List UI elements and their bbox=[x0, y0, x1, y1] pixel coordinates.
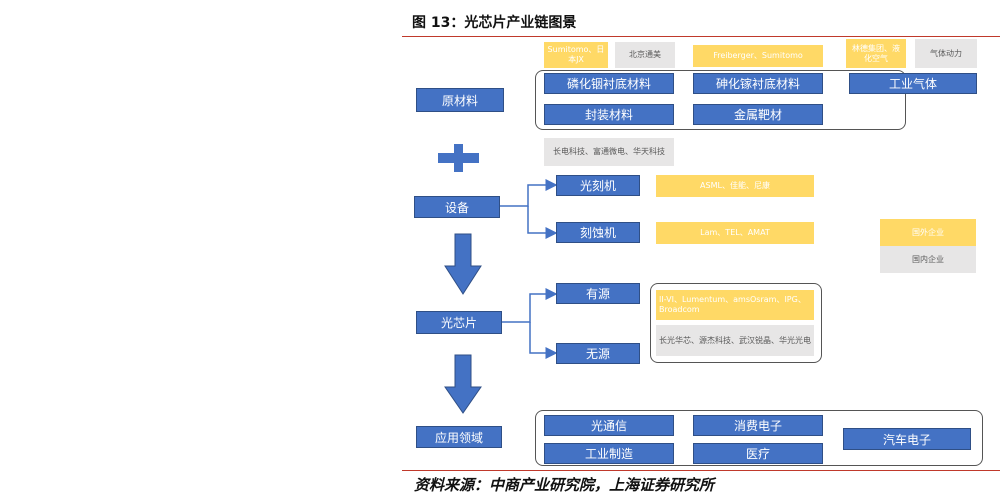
title-divider bbox=[402, 36, 1000, 37]
company-domestic: 气体动力 bbox=[915, 39, 977, 68]
equipment-item: 刻蚀机 bbox=[556, 222, 640, 243]
application-item: 光通信 bbox=[544, 415, 674, 436]
plus-icon bbox=[438, 144, 479, 172]
application-item: 汽车电子 bbox=[843, 428, 971, 450]
company-domestic: 长电科技、富通微电、华天科技 bbox=[544, 138, 674, 166]
legend-foreign: 国外企业 bbox=[880, 219, 976, 246]
application-item: 工业制造 bbox=[544, 443, 674, 464]
applications-group bbox=[535, 410, 983, 466]
equipment-item: 光刻机 bbox=[556, 175, 640, 196]
application-item: 医疗 bbox=[693, 443, 823, 464]
material-item: 金属靶材 bbox=[693, 104, 823, 125]
down-arrow-icon bbox=[444, 354, 482, 414]
chip-branch-line bbox=[502, 288, 558, 323]
chip-item: 无源 bbox=[556, 343, 640, 364]
chip-item: 有源 bbox=[556, 283, 640, 304]
company-domestic: 北京通美 bbox=[615, 42, 675, 68]
stage-application: 应用领域 bbox=[416, 426, 502, 448]
material-item: 砷化镓衬底材料 bbox=[693, 73, 823, 94]
source-note: 资料来源：中商产业研究院，上海证券研究所 bbox=[414, 476, 715, 494]
legend-domestic: 国内企业 bbox=[880, 246, 976, 273]
company-foreign: Lam、TEL、AMAT bbox=[656, 222, 814, 244]
material-item: 磷化铟衬底材料 bbox=[544, 73, 674, 94]
material-item: 封装材料 bbox=[544, 104, 674, 125]
stage-materials: 原材料 bbox=[416, 88, 504, 112]
materials-group bbox=[535, 70, 906, 130]
figure-title: 图 13：光芯片产业链图景 bbox=[412, 15, 577, 31]
company-domestic: 长光华芯、源杰科技、武汉锐晶、华光光电 bbox=[656, 325, 814, 356]
chip-branch-line bbox=[529, 322, 558, 359]
material-item: 工业气体 bbox=[849, 73, 977, 94]
application-item: 消费电子 bbox=[693, 415, 823, 436]
chip-company-group bbox=[650, 283, 822, 363]
company-foreign: II-VI、Lumentum、amsOsram、IPG、Broadcom bbox=[656, 290, 814, 320]
company-foreign: 林德集团、液化空气 bbox=[846, 39, 906, 68]
equipment-branch-line bbox=[527, 206, 558, 239]
equipment-branch-line bbox=[500, 179, 558, 207]
stage-chip: 光芯片 bbox=[416, 311, 502, 334]
company-foreign: ASML、佳能、尼康 bbox=[656, 175, 814, 197]
stage-equipment: 设备 bbox=[414, 196, 500, 218]
source-divider bbox=[402, 470, 1000, 471]
company-foreign: Freiberger、Sumitomo bbox=[693, 45, 823, 67]
down-arrow-icon bbox=[444, 233, 482, 295]
company-foreign: Sumitomo、日本JX bbox=[544, 42, 608, 68]
